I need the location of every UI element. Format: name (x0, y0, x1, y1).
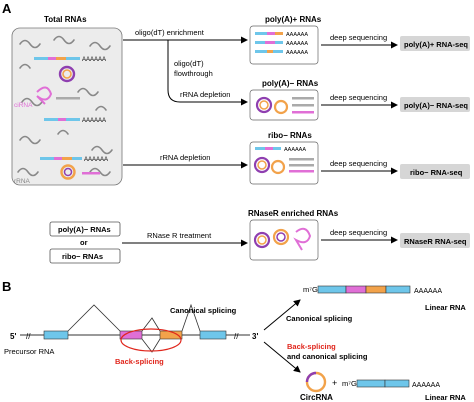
linear-gray-rna (82, 172, 100, 175)
step-oligo-flow-2: flowthrough (174, 69, 213, 78)
circ-product: + m⁷G AAAAAA CircRNA Linear RNA (300, 371, 466, 402)
precursor-rna: 5' // // 3' Precursor RNA Canonical spli… (4, 303, 258, 366)
output-rnaser-seq: RNaseR RNA-seq (404, 237, 467, 246)
step-oligo-enrichment: oligo(dT) enrichment (135, 28, 205, 37)
polya-tail: AAAAAA (284, 147, 306, 153)
input-ribo-minus-box (49, 248, 121, 264)
output-polya-plus-seq: poly(A)+ RNA-seq (404, 40, 468, 49)
arrow-to-circ (263, 341, 301, 373)
output-box-polya-plus (400, 36, 470, 51)
output-box-polya-minus (400, 97, 470, 112)
back-splicing-label: Back-splicing (115, 357, 164, 366)
mrna-strand-1: AAAAAA (34, 57, 106, 63)
ribo-minus-contents: AAAAAA (253, 147, 314, 175)
precursor-label: Precursor RNA (4, 347, 54, 356)
polya-tail: AAAAAA (286, 41, 308, 47)
canonical-splice-line (67, 303, 201, 332)
output-polya-minus-seq: poly(A)− RNA-seq (404, 101, 468, 110)
total-rnas-title: Total RNAs (44, 15, 87, 24)
polya-minus-box-title: poly(A)− RNAs (262, 79, 319, 88)
cirna-label: ciRNA (14, 102, 33, 109)
canonical-splicing-right: Canonical splicing (286, 314, 353, 323)
mrna-strand-3: AAAAAA (40, 157, 108, 163)
m7g-label: m⁷G (303, 285, 318, 294)
polya-tail: AAAAAA (82, 118, 106, 124)
step-rrna-depletion-2: rRNA depletion (160, 153, 210, 162)
m7g-label-2: m⁷G (342, 379, 357, 388)
circrna-label: CircRNA (300, 393, 333, 402)
rrna-label: rRNA (14, 178, 31, 185)
circrna-purple-arc (305, 371, 317, 383)
circrna-shape (60, 164, 76, 180)
output-box-rnaser (400, 233, 470, 248)
panel-b-letter: B (2, 279, 11, 294)
polya-plus-box-title: poly(A)+ RNAs (265, 15, 322, 24)
rnaser-contents (253, 227, 312, 251)
polya-minus-contents (255, 96, 314, 115)
row-polya-minus: oligo(dT) flowthrough rRNA depletion pol… (167, 40, 470, 121)
step-oligo-flow-1: oligo(dT) (174, 59, 204, 68)
canonical-splicing-top: Canonical splicing (170, 306, 237, 315)
polya-tail: AAAAAA (286, 32, 308, 38)
panel-a-letter: A (2, 1, 12, 16)
exon-blue-left (43, 330, 69, 340)
circrna-shape (58, 65, 76, 83)
polya-plus-strands: AAAAAA AAAAAA AAAAAA (255, 32, 308, 56)
polya-tail: AAAAAA (84, 157, 108, 163)
ribo-minus-box-title: ribo− RNAs (268, 131, 312, 140)
linear-rna-label: Linear RNA (425, 303, 466, 312)
polya-tail: AAAAAA (82, 57, 106, 63)
linear-rna-label-2: Linear RNA (425, 393, 466, 402)
row-rnaser: poly(A)− RNAs or ribo− RNAs RNase R trea… (49, 209, 470, 264)
input-or: or (80, 238, 88, 247)
linear-product: m⁷G AAAAAA Linear RNA (303, 285, 466, 312)
row-ribo-minus: rRNA depletion ribo− RNAs AAAAAA deep se… (123, 131, 470, 185)
exon-blue-right (199, 330, 227, 340)
polya-tail: AAAAAA (286, 50, 308, 56)
back-splicing-right: Back-splicing (287, 342, 336, 351)
polya-label: AAAAAA (414, 288, 442, 295)
squiggle-rnas (17, 35, 113, 177)
row-polya-plus: oligo(dT) enrichment poly(A)+ RNAs AAAAA… (123, 15, 470, 65)
arrow-flowthrough (167, 40, 248, 106)
three-prime-label: 3' (252, 332, 258, 341)
mrna-strand-2: AAAAAA (44, 118, 106, 124)
total-rnas-box: Total RNAs AAAAAA ciRN (11, 15, 123, 186)
input-polya-minus-box (49, 221, 121, 237)
step-rrna-depletion-1: rRNA depletion (180, 90, 230, 99)
step-rnase-treatment: RNase R treatment (147, 231, 212, 240)
five-prime-label: 5' (10, 332, 16, 341)
step-deep-seq-1: deep sequencing (330, 33, 387, 42)
output-ribo-minus-seq: ribo− RNA-seq (410, 168, 463, 177)
linear-gray-rna (56, 97, 80, 100)
exon-orange (159, 330, 183, 340)
break-mark: // (26, 332, 31, 341)
polya-plus-box (249, 25, 319, 65)
ribo-minus-box (249, 141, 319, 185)
back-splice-line (141, 338, 161, 353)
output-box-ribo-minus (400, 164, 470, 179)
input-polya-minus: poly(A)− RNAs (58, 225, 111, 234)
polya-label-2: AAAAAA (412, 382, 440, 389)
arrow-to-linear (263, 299, 301, 331)
rnaser-box-title: RNaseR enriched RNAs (248, 209, 339, 218)
lariat-cirna (36, 86, 53, 105)
step-deep-seq-2: deep sequencing (330, 93, 387, 102)
step-deep-seq-4: deep sequencing (330, 228, 387, 237)
input-ribo-minus: ribo− RNAs (62, 252, 103, 261)
and-canonical-label: and canonical splicing (287, 352, 368, 361)
step-deep-seq-3: deep sequencing (330, 159, 387, 168)
break-mark: // (234, 332, 239, 341)
exon-pink (119, 330, 143, 340)
plus-sign: + (332, 378, 337, 388)
back-splice-loop (120, 328, 182, 352)
